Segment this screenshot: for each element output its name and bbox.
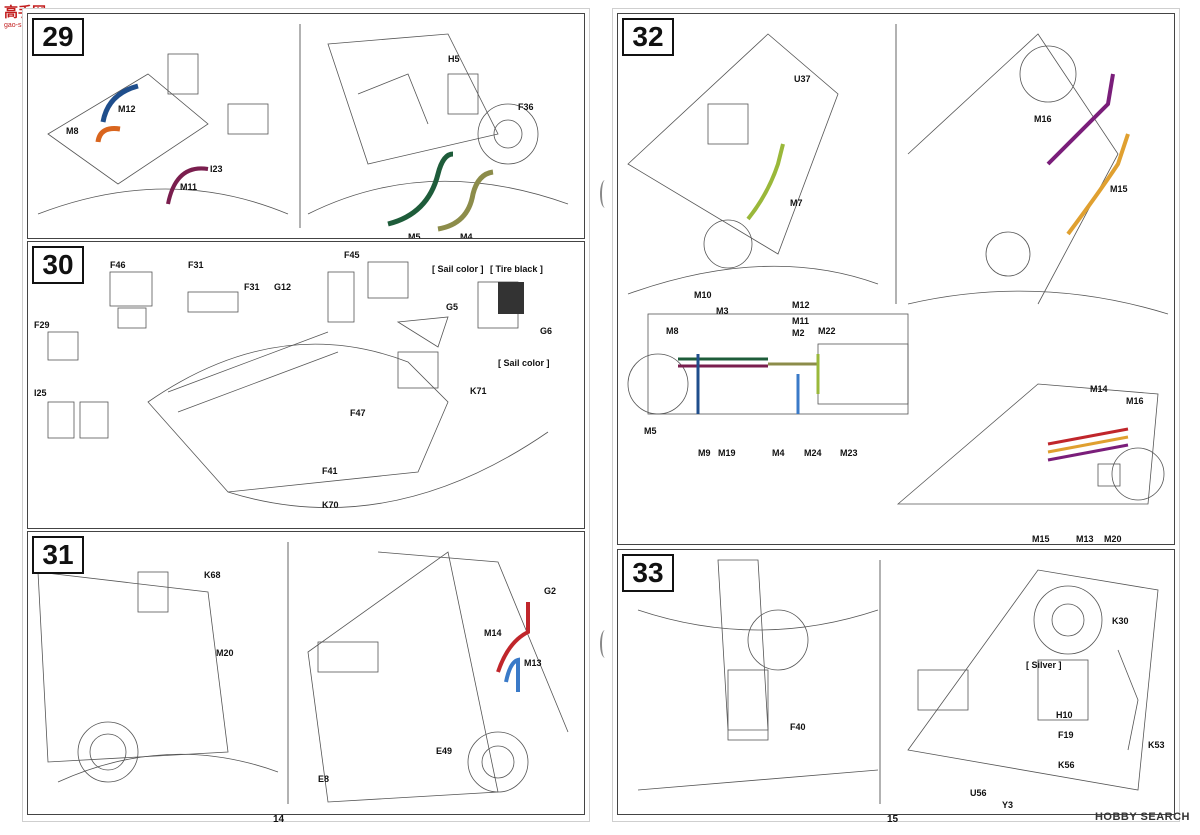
label-M11-b: M11 [792,316,810,326]
label-G6: G6 [540,326,553,336]
label-I25: I25 [34,388,47,398]
pipe-M13 [504,657,520,692]
label-silver: [ Silver ] [1026,660,1062,670]
label-M2: M2 [792,328,805,338]
label-K70: K70 [322,500,339,510]
step-32-panel: 32 U37 M7 M16 M15 M10 M3 M12 M11 M2 M8 M… [617,13,1175,545]
label-M5-b: M5 [644,426,657,436]
pipe-M15 [1066,133,1130,236]
label-K30: K30 [1112,616,1129,626]
label-U56: U56 [970,788,987,798]
binder-mark-top [600,180,610,208]
right-page: 32 U37 M7 M16 M15 M10 M3 M12 M11 M2 M8 M… [612,8,1180,825]
label-E49: E49 [436,746,453,756]
label-M16: M16 [1034,114,1052,124]
label-F47: F47 [350,408,366,418]
label-G5: G5 [446,302,459,312]
pipe-M8 [95,126,121,143]
label-F19: F19 [1058,730,1074,740]
label-F46: F46 [110,260,126,270]
label-M14: M14 [484,628,502,638]
label-M20-b: M20 [1104,534,1122,544]
label-M12-b: M12 [792,300,810,310]
label-H10: H10 [1056,710,1073,720]
step-32-number: 32 [622,18,674,56]
step-29-number: 29 [32,18,84,56]
pipe-M12 [100,83,139,123]
label-M9: M9 [698,448,711,458]
label-M8-b: M8 [666,326,679,336]
label-G2: G2 [544,586,557,596]
pipe-M5 [387,151,454,227]
pipe-M16 [1046,73,1115,166]
label-tire-black: [ Tire black ] [490,264,543,274]
label-M13-b: M13 [1076,534,1094,544]
label-sail-color-1: [ Sail color ] [432,264,484,274]
step-29-illustration [37,24,569,232]
brand-name: HOBBY SEARCH [1094,811,1190,823]
label-M10: M10 [694,290,712,300]
label-M19: M19 [718,448,736,458]
label-M13: M13 [524,658,542,668]
label-M12: M12 [118,104,136,114]
label-I23: I23 [210,164,223,174]
label-M3: M3 [716,306,729,316]
label-M8: M8 [66,126,79,136]
step-33-illustration [637,559,1159,804]
label-M16-b: M16 [1126,396,1144,406]
binder-mark-bottom [600,630,610,658]
label-F29: F29 [34,320,50,330]
label-M24: M24 [804,448,822,458]
step-30-illustration [47,261,549,509]
page-number-right: 15 [887,814,899,825]
label-F31-b: F31 [244,282,260,292]
label-M4: M4 [460,232,473,239]
label-M7-b: M7 [1052,544,1065,545]
pipe-M11 [166,166,209,205]
step-32-illustration [627,24,1169,505]
seat-tire-black [498,282,524,314]
label-M15-b: M15 [1032,534,1050,544]
label-M20: M20 [216,648,234,658]
step-31-number: 31 [32,536,84,574]
label-M23: M23 [840,448,858,458]
label-M14-b: M14 [1090,384,1108,394]
label-M11: M11 [180,182,198,192]
label-Y3: Y3 [1002,800,1014,810]
label-H5: H5 [448,54,460,64]
label-F45: F45 [344,250,360,260]
label-K68: K68 [204,570,221,580]
label-K53: K53 [1148,740,1165,750]
label-M5: M5 [408,232,421,239]
pipe-M7 [746,143,785,221]
label-K71: K71 [470,386,487,396]
page-number-left: 14 [273,814,285,825]
label-F36: F36 [518,102,534,112]
label-E8: E8 [318,774,330,784]
label-K56: K56 [1058,760,1075,770]
step-33-panel: 33 F40 K30 [ Silver ] H10 F19 K56 K53 U5… [617,549,1175,815]
pipe-M4 [437,169,494,232]
hobby-search-logo: HOBBY SEARCH [1095,811,1190,823]
step-30-panel: 30 F46 F31 F31 F45 G12 [ Sail color ] [ … [27,241,585,529]
pipe-M14 [496,602,530,673]
label-M7: M7 [790,198,803,208]
label-M22: M22 [818,326,836,336]
label-F41: F41 [322,466,338,476]
label-M15: M15 [1110,184,1128,194]
label-sail-color-2: [ Sail color ] [498,358,550,368]
step-29-panel: 29 M12 M8 M11 I23 H5 F36 M5 M4 [27,13,585,239]
step-31-illustration [37,542,569,804]
label-F40: F40 [790,722,806,732]
step-33-number: 33 [622,554,674,592]
step-30-number: 30 [32,246,84,284]
step-31-panel: 31 K68 M20 G2 M14 M13 E49 E8 [27,531,585,815]
label-F31-a: F31 [188,260,204,270]
label-G12: G12 [274,282,292,292]
left-page: 29 M12 M8 M11 I23 H5 F36 M5 M4 30 F46 [22,8,590,825]
label-U37: U37 [794,74,811,84]
label-M4-b: M4 [772,448,785,458]
